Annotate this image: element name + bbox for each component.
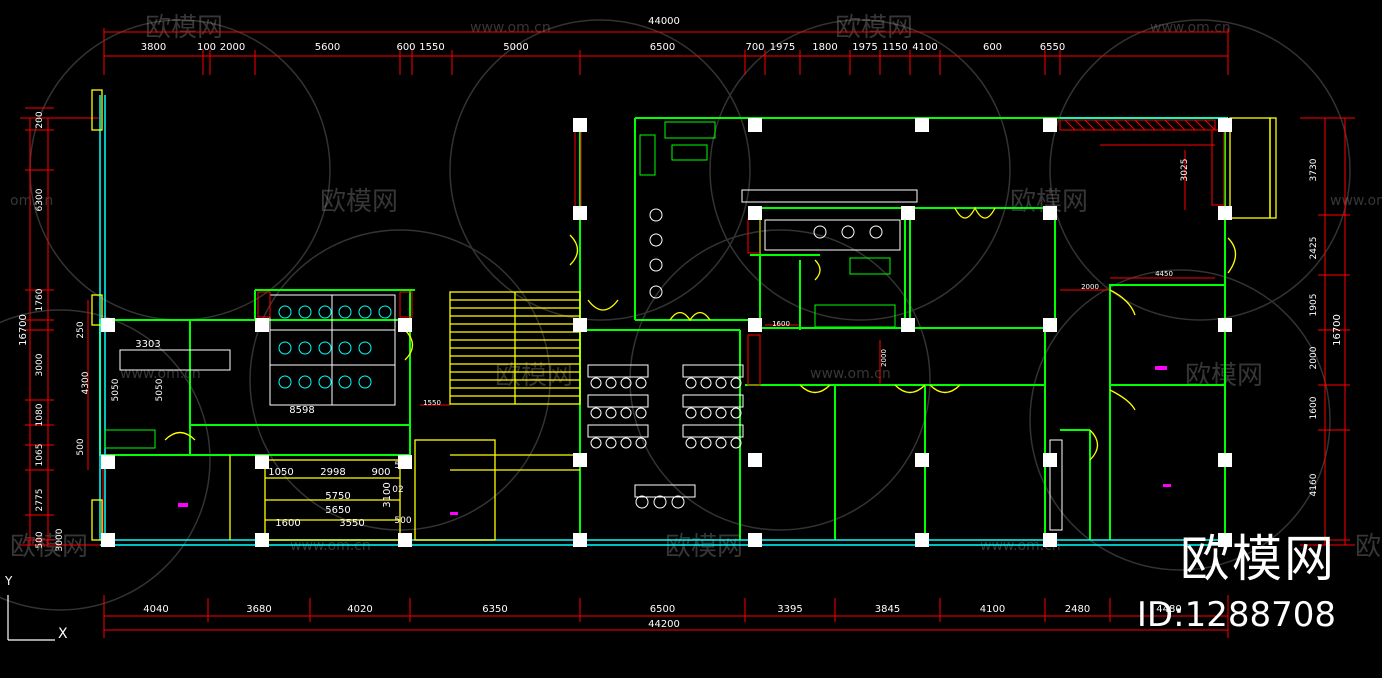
watermark-layer: 欧模网 欧模网 欧模网 欧模网 欧模网 欧模网 欧模网 欧模网 欧模网 www.… (0, 13, 1382, 611)
bottom-total-dimension: 44200 (648, 619, 680, 630)
right-dimension-label: 2425 (1309, 237, 1319, 260)
interior-dimension-label: 3100 (382, 482, 393, 507)
top-dimension-label: 1975 (852, 42, 877, 53)
interior-dimension-label: 5750 (325, 491, 350, 502)
interior-dimension-label: 02 (392, 485, 403, 495)
interior-dimension-label: 1600 (772, 320, 790, 328)
right-dimension-label: 1905 (1309, 294, 1319, 317)
right-dimension-label: 3730 (1309, 158, 1319, 181)
left-dimension-label: 1760 (35, 288, 45, 311)
left-dimension-label: 4300 (81, 371, 91, 394)
furniture (104, 121, 1063, 531)
left-dimension-label: 3000 (55, 528, 65, 551)
watermark-site: www.om.cn (290, 538, 371, 554)
ucs-x-label: X (58, 626, 68, 642)
top-dimension-label: 1550 (419, 42, 444, 53)
brand-logo-text: 欧模网 (1180, 530, 1336, 588)
watermark-logo: 欧模网 (320, 187, 398, 217)
watermark-site: www.om.cn (1150, 20, 1231, 36)
left-dimension-label: 1065 (35, 444, 45, 467)
bottom-dimension-label: 3680 (246, 604, 271, 615)
top-dimension-label: 6550 (1040, 42, 1065, 53)
interior-dimension-label: 3550 (339, 518, 364, 529)
interior-dimension-label: 8598 (289, 405, 314, 416)
top-dimension-label: 700 (745, 42, 764, 53)
left-dimension-label: 250 (76, 321, 86, 338)
watermark-logo: 欧模网 (495, 361, 573, 391)
top-dimension-label: 3800 (141, 42, 166, 53)
interior-dimension-label: 4450 (1155, 270, 1173, 278)
top-dimension-label: 600 (396, 42, 415, 53)
left-dimension-label: 500 (35, 531, 45, 548)
room-markers (178, 366, 1171, 515)
bottom-dimension-label: 4100 (980, 604, 1005, 615)
interior-dimension-label: 2000 (1081, 283, 1099, 291)
right-dimension-label: 4160 (1309, 473, 1319, 496)
top-dimension-label: 5000 (503, 42, 528, 53)
watermark-logo: 欧模网 (835, 13, 913, 43)
top-dimension-label: 1975 (770, 42, 795, 53)
right-dimension-label: 1600 (1309, 396, 1319, 419)
doors-and-stair (91, 89, 1277, 541)
top-dimension-label: 1800 (812, 42, 837, 53)
top-dimension-label: 1150 (882, 42, 907, 53)
watermark-site: www.om.cn (980, 538, 1061, 554)
interior-dimension-label: 1050 (268, 467, 293, 478)
left-dimension-label: 6300 (35, 188, 45, 211)
interior-dimension-label: 5650 (325, 505, 350, 516)
watermark-logo: 欧模网 (665, 532, 743, 562)
interior-dimension-label: 900 (371, 467, 390, 478)
top-dimension-label: 4100 (912, 42, 937, 53)
bottom-dimension-label: 3395 (777, 604, 802, 615)
interior-dimension-label: 2000 (880, 349, 888, 367)
interior-dimension-label: 1600 (275, 518, 300, 529)
watermark-site: www.om.cn (470, 20, 551, 36)
left-dimension-label: 1080 (35, 403, 45, 426)
watermark-site: www.om.cn (1330, 193, 1382, 209)
dimension-lines (20, 28, 1355, 638)
left-dimension-label: 200 (35, 111, 45, 128)
left-dimension-label: 5050 (111, 378, 121, 401)
top-dimension-label: 100 (197, 42, 216, 53)
bottom-dimension-label: 3845 (875, 604, 900, 615)
bottom-dimension-label: 4040 (143, 604, 168, 615)
top-total-dimension: 44000 (648, 16, 680, 27)
left-dimension-label: 2775 (35, 489, 45, 512)
bottom-dimension-label: 2480 (1065, 604, 1090, 615)
right-dimension-label: 3025 (1180, 159, 1190, 182)
right-total-dimension: 16700 (1332, 314, 1343, 346)
left-dimension-label: 5050 (155, 378, 165, 401)
top-dimension-label: 6500 (650, 42, 675, 53)
left-dimension-label: 3000 (35, 353, 45, 376)
watermark-site: om.cn (10, 193, 53, 209)
interior-dimension-label: 1550 (423, 399, 441, 407)
interior-dimension-label: 2998 (320, 467, 345, 478)
top-dimension-label: 600 (983, 42, 1002, 53)
brand-id: ID:1288708 (1136, 595, 1336, 635)
interior-dimension-label: 500 (394, 516, 411, 526)
top-dimension-label: 5600 (315, 42, 340, 53)
watermark-logo: 欧模网 (1355, 532, 1382, 562)
dimension-text-layer: 3800 100 2000 5600 600 1550 5000 6500 700 1975 180… (35, 42, 1319, 615)
ucs-y-label: Y (4, 574, 13, 588)
bottom-dimension-label: 6350 (482, 604, 507, 615)
watermark-logo: 欧模网 (10, 532, 88, 562)
watermark-logo: 欧模网 (145, 13, 223, 43)
interior-dimension-label: 500 (394, 461, 411, 471)
structural-columns (101, 118, 1232, 547)
watermark-site: www.om.cn (810, 366, 891, 382)
left-dimension-label: 500 (76, 438, 86, 455)
top-dimension-label: 2000 (220, 42, 245, 53)
interior-dimension-label: 3303 (135, 339, 160, 350)
left-total-dimension: 16700 (18, 314, 29, 346)
bottom-dimension-label: 4480 (1156, 604, 1181, 615)
bottom-dimension-label: 4020 (347, 604, 372, 615)
ucs-icon: Y X (4, 574, 68, 642)
right-dimension-label: 2000 (1309, 346, 1319, 369)
bottom-dimension-label: 6500 (650, 604, 675, 615)
